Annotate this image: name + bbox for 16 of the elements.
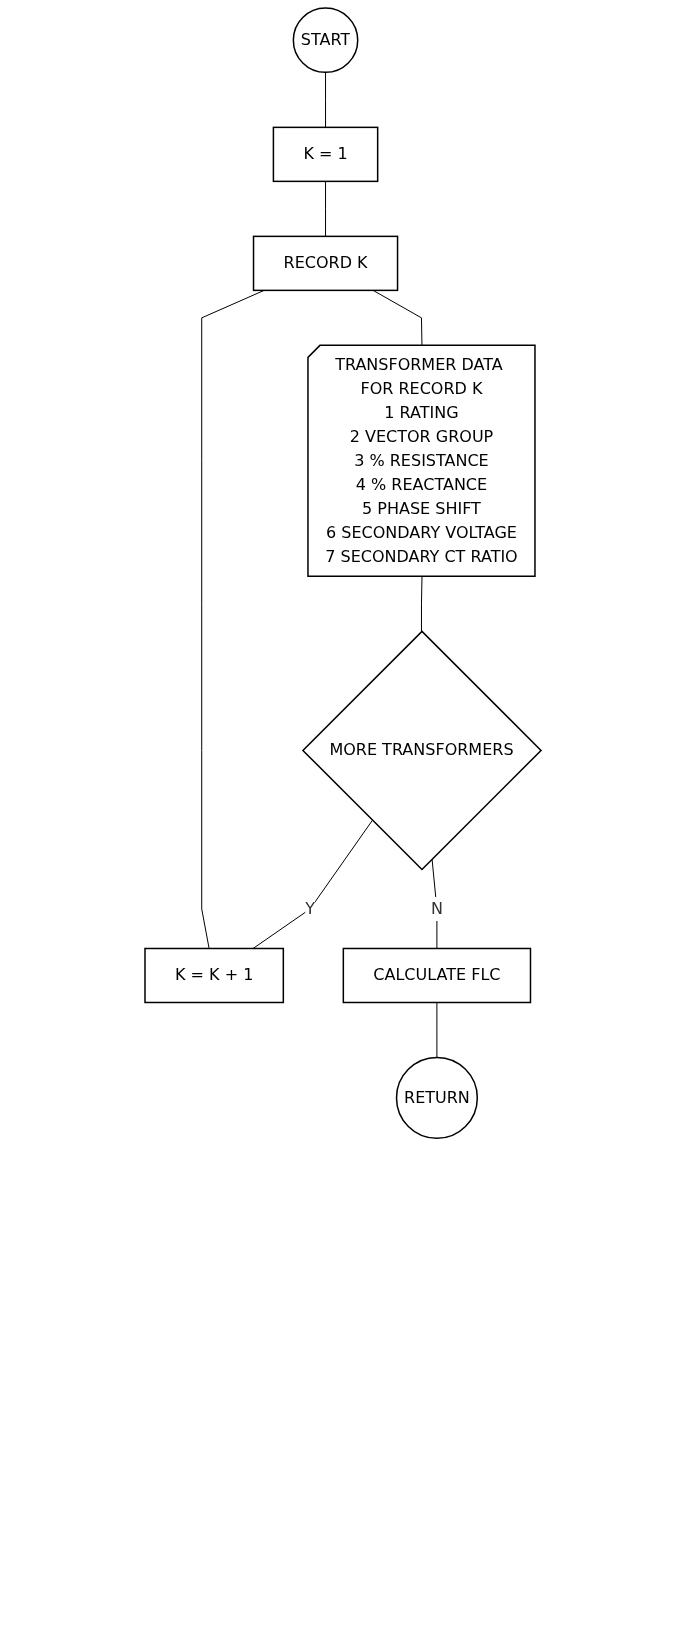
connector: [372, 289, 423, 347]
node-box: K = K + 1: [144, 947, 285, 1004]
node-box: RECORD K: [252, 235, 399, 292]
connector: [325, 71, 326, 128]
connector: [420, 576, 423, 632]
node-diamond: MORE TRANSFORMERS: [301, 630, 543, 871]
node-box: CALCULATE FLC: [342, 947, 532, 1004]
edge-label: N: [430, 898, 443, 918]
connector: [201, 289, 265, 949]
connector: [252, 819, 373, 949]
connector: [325, 180, 326, 237]
node-box: K = 1: [272, 126, 379, 183]
edge-label: Y: [305, 898, 315, 918]
node-circle: RETURN: [395, 1056, 479, 1140]
connector: [436, 1002, 438, 1058]
node-circle: START: [292, 7, 359, 74]
